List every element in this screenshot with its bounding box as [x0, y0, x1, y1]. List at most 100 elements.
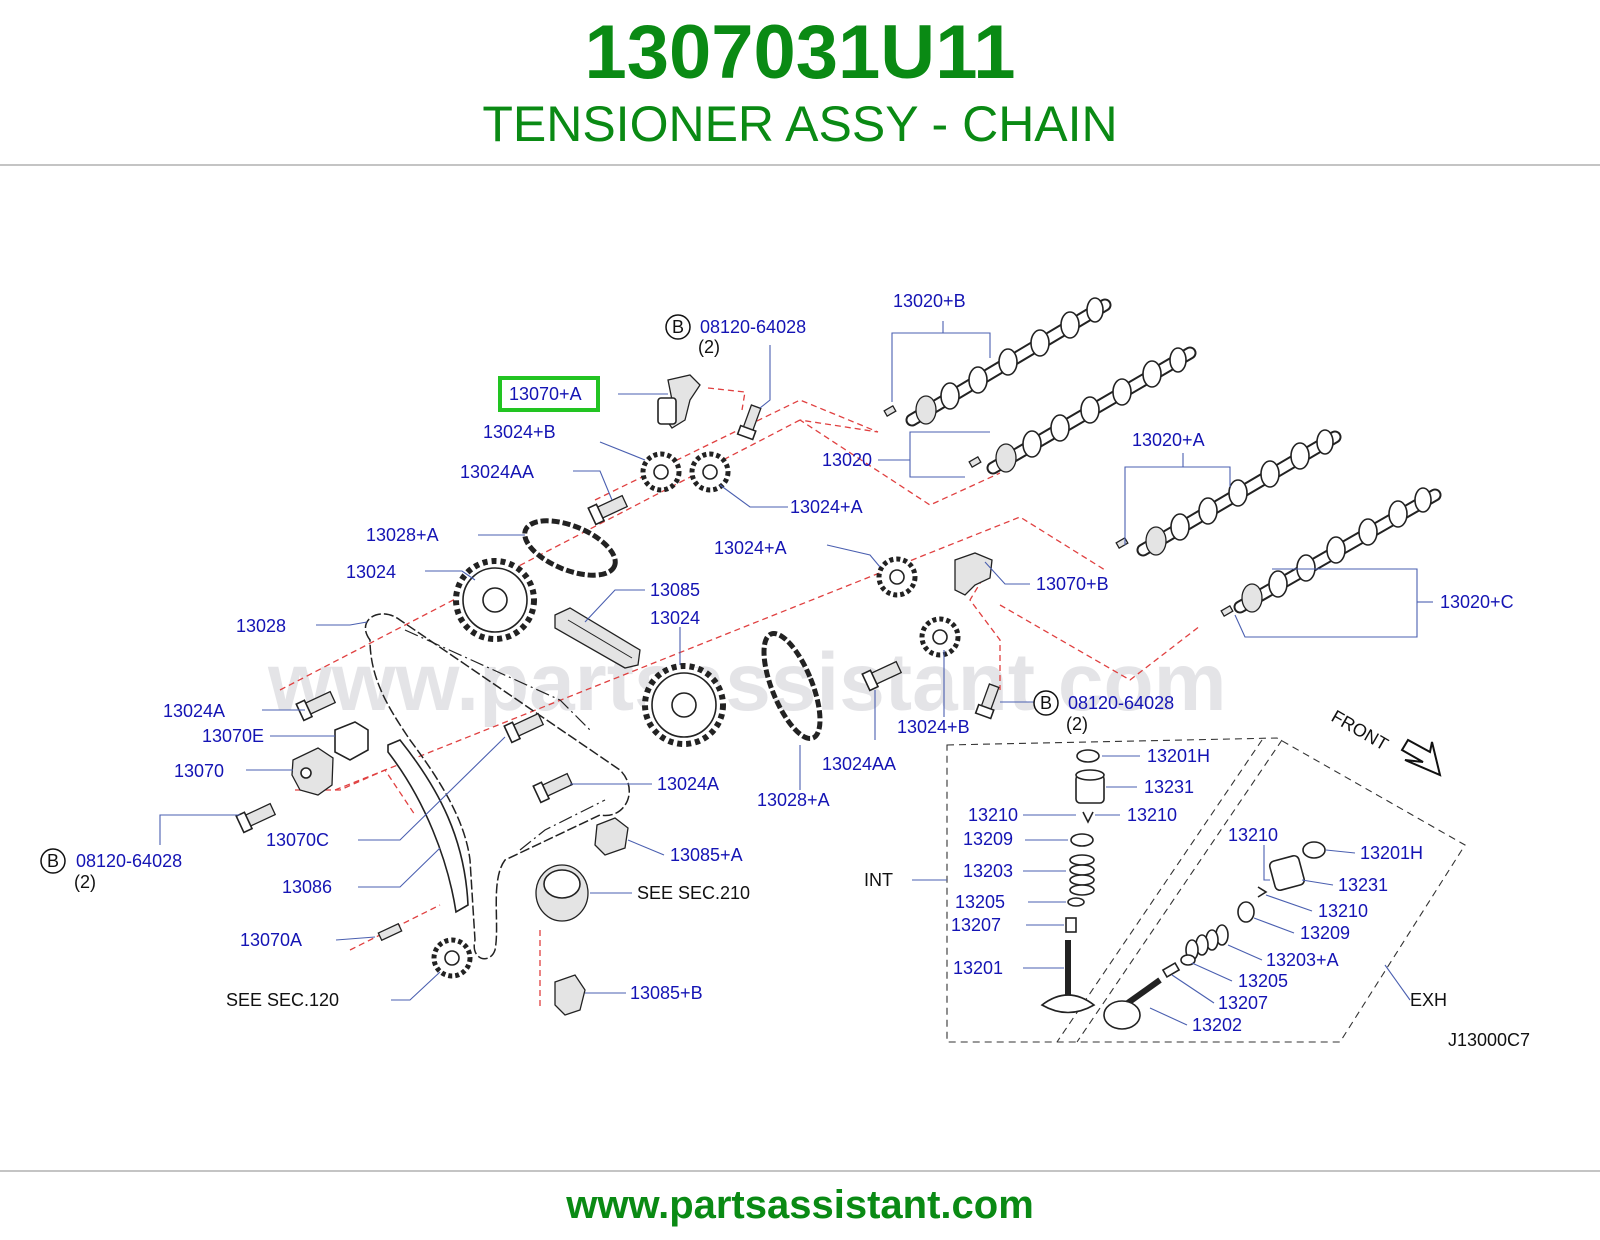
callout-13205-int[interactable]: 13205 [955, 892, 1005, 912]
callout-13231-exh[interactable]: 13231 [1338, 875, 1388, 895]
callout-13070e[interactable]: 13070E [202, 726, 264, 746]
sprocket-small-top-1 [640, 451, 682, 493]
camshaft-exhaust-right [1220, 487, 1442, 617]
header-divider [0, 164, 1600, 166]
callout-13024-left[interactable]: 13024 [346, 562, 396, 582]
valve-parts-exhaust [1103, 841, 1326, 1030]
sprocket-13024-mid [642, 663, 726, 747]
watermark: www.partsassistant.com [267, 637, 1227, 728]
tensioner-13070 [291, 747, 334, 796]
part-number: 1307031U11 [584, 10, 1016, 95]
marker-b-top: B [672, 317, 684, 337]
callout-13024b-top[interactable]: 13024+B [483, 422, 556, 442]
callout-13024aa-top[interactable]: 13024AA [460, 462, 534, 482]
valve-parts-intake [1040, 749, 1105, 1014]
diagram-code: J13000C7 [1448, 1030, 1530, 1050]
callout-13024a-mid[interactable]: 13024+A [714, 538, 787, 558]
callout-13210-exh-top[interactable]: 13210 [1228, 825, 1278, 845]
callout-13085[interactable]: 13085 [650, 580, 700, 600]
sprocket-small-mid-1 [876, 556, 918, 598]
callout-13207-int[interactable]: 13207 [951, 915, 1001, 935]
callout-13201h-int[interactable]: 13201H [1147, 746, 1210, 766]
bolts [235, 404, 1000, 942]
callout-13070b[interactable]: 13070+B [1036, 574, 1109, 594]
callout-13020a[interactable]: 13020+A [1132, 430, 1205, 450]
chain-centerline [404, 629, 591, 731]
callout-13070a-highlighted[interactable]: 13070+A [509, 384, 582, 404]
sprocket-13024-left [453, 558, 537, 642]
callout-13024a-bolt-left[interactable]: 13024A [163, 701, 225, 721]
part-title: TENSIONER ASSY - CHAIN [482, 96, 1118, 152]
callout-13209-int[interactable]: 13209 [963, 829, 1013, 849]
qty-top: (2) [698, 337, 720, 357]
callout-13024b-mid[interactable]: 13024+B [897, 717, 970, 737]
callout-13024-mid[interactable]: 13024 [650, 608, 700, 628]
callout-13085b[interactable]: 13085+B [630, 983, 703, 1003]
valve-group-divider-2 [1056, 739, 1263, 1043]
tensioner-13085b [554, 974, 586, 1016]
callout-13024aa-mid[interactable]: 13024AA [822, 754, 896, 774]
qty-left: (2) [74, 872, 96, 892]
callout-13020c[interactable]: 13020+C [1440, 592, 1514, 612]
callout-bolt-right[interactable]: 08120-64028 [1068, 693, 1174, 713]
marker-b-right: B [1040, 693, 1052, 713]
tensioner-13070b [954, 552, 993, 596]
highlight-box-13070a [498, 376, 600, 412]
callout-13201h-exh[interactable]: 13201H [1360, 843, 1423, 863]
see-sec-120[interactable]: SEE SEC.120 [226, 990, 339, 1010]
sprocket-small-top-2 [689, 451, 731, 493]
callout-bolt-left[interactable]: 08120-64028 [76, 851, 182, 871]
callout-13028[interactable]: 13028 [236, 616, 286, 636]
callout-13202-exh[interactable]: 13202 [1192, 1015, 1242, 1035]
marker-b-left: B [47, 851, 59, 871]
callout-13203-int[interactable]: 13203 [963, 861, 1013, 881]
callout-13210-int-left[interactable]: 13210 [968, 805, 1018, 825]
callout-13209-exh[interactable]: 13209 [1300, 923, 1350, 943]
callout-13028a-right[interactable]: 13028+A [757, 790, 830, 810]
crank-sprocket [431, 937, 473, 979]
page-header: 1307031U11 TENSIONER ASSY - CHAIN [0, 0, 1600, 168]
callout-13020[interactable]: 13020 [822, 450, 872, 470]
chain-tensioner-sec210 [535, 864, 589, 922]
valve-group-divider-1 [1076, 739, 1283, 1043]
qty-right: (2) [1066, 714, 1088, 734]
timing-chain-13028a-left [522, 518, 618, 578]
tensioner-13070a-highlighted [657, 374, 701, 429]
camshaft-exhaust-left [968, 346, 1197, 475]
callout-13210-int-right[interactable]: 13210 [1127, 805, 1177, 825]
callout-13070[interactable]: 13070 [174, 761, 224, 781]
callout-13210-exh[interactable]: 13210 [1318, 901, 1368, 921]
timing-chain-13028 [364, 613, 630, 960]
chain-centerline-lower [519, 799, 606, 851]
callout-13203a-exh[interactable]: 13203+A [1266, 950, 1339, 970]
exh-label: EXH [1410, 990, 1447, 1010]
footer-website-link[interactable]: www.partsassistant.com [566, 1183, 1034, 1227]
chain-guide-13085 [554, 607, 641, 669]
callout-13070c[interactable]: 13070C [266, 830, 329, 850]
front-label: FRONT [1328, 706, 1392, 754]
leader-lines [159, 321, 1433, 1026]
callout-13207-exh[interactable]: 13207 [1218, 993, 1268, 1013]
callout-13024a-bolt-mid[interactable]: 13024A [657, 774, 719, 794]
callout-13086[interactable]: 13086 [282, 877, 332, 897]
callout-13231-int[interactable]: 13231 [1144, 777, 1194, 797]
gasket-13070e [334, 721, 369, 761]
see-sec-210[interactable]: SEE SEC.210 [637, 883, 750, 903]
callout-13070a[interactable]: 13070A [240, 930, 302, 950]
callout-13020b[interactable]: 13020+B [893, 291, 966, 311]
bolt-marker-b-icons [40, 314, 1059, 874]
chain-guide-13086 [387, 739, 469, 914]
callout-13205-exh[interactable]: 13205 [1238, 971, 1288, 991]
footer-divider [0, 1170, 1600, 1172]
tensioner-13085a [594, 817, 629, 856]
camshaft-intake-right [1115, 429, 1342, 557]
sprocket-small-mid-2 [919, 616, 961, 658]
callout-13028a-left[interactable]: 13028+A [366, 525, 439, 545]
callout-bolt-top[interactable]: 08120-64028 [700, 317, 806, 337]
callout-13024a-top[interactable]: 13024+A [790, 497, 863, 517]
front-arrow-icon [1400, 738, 1442, 777]
callout-13085a[interactable]: 13085+A [670, 845, 743, 865]
callout-13201-int[interactable]: 13201 [953, 958, 1003, 978]
int-label: INT [864, 870, 893, 890]
